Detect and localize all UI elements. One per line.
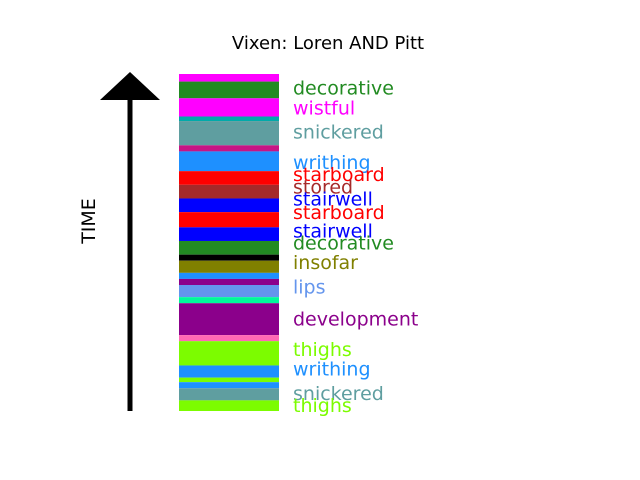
segment-label-16: thighs (293, 395, 352, 417)
segment-label-6: stairwell (293, 188, 373, 210)
segment-label-3: writhing (293, 152, 371, 174)
segment-label-15: snickered (293, 383, 384, 405)
segment-bar-10 (179, 212, 279, 228)
segment-bar-13 (179, 254, 279, 261)
segment-label-11: lips (293, 277, 326, 299)
segment-label-4: starboard (293, 164, 385, 186)
segment-bar-11 (179, 227, 279, 241)
segment-bar-20 (179, 335, 279, 342)
segment-label-13: thighs (293, 339, 352, 361)
segment-label-1: wistful (293, 97, 355, 119)
segment-label-7: starboard (293, 202, 385, 224)
segment-label-8: stairwell (293, 220, 373, 242)
segment-label-0: decorative (293, 78, 394, 100)
segment-bar-21 (179, 341, 279, 366)
segment-bar-9 (179, 198, 279, 213)
segment-bar-24 (179, 382, 279, 389)
segment-bar-7 (179, 171, 279, 185)
segment-bar-3 (179, 116, 279, 122)
segment-label-14: writhing (293, 358, 371, 380)
segment-label-5: stored (293, 176, 353, 198)
segment-bar-18 (179, 297, 279, 304)
segment-bar-15 (179, 272, 279, 279)
segment-bar-6 (179, 151, 279, 172)
segment-bar-17 (179, 285, 279, 298)
segment-stack (179, 74, 279, 411)
segment-bar-14 (179, 260, 279, 273)
segment-bar-12 (179, 240, 279, 255)
segment-bar-0 (179, 74, 279, 82)
segment-bar-1 (179, 81, 279, 99)
time-arrow-head (100, 72, 160, 100)
segment-bar-8 (179, 184, 279, 199)
segment-bar-22 (179, 365, 279, 378)
segment-labels: decorativewistfulsnickeredwrithingstarbo… (293, 78, 418, 417)
segment-bar-23 (179, 377, 279, 383)
time-arrow (100, 72, 160, 411)
segment-bar-26 (179, 400, 279, 411)
segment-bar-19 (179, 303, 279, 336)
segment-label-2: snickered (293, 122, 384, 144)
segment-label-9: decorative (293, 233, 394, 255)
segment-bar-16 (179, 278, 279, 286)
segment-bar-5 (179, 145, 279, 152)
segment-bar-25 (179, 388, 279, 401)
time-axis-label: TIME (78, 198, 100, 245)
chart-title: Vixen: Loren AND Pitt (232, 33, 424, 54)
segment-bar-2 (179, 98, 279, 117)
segment-bar-4 (179, 121, 279, 146)
segment-label-10: insofar (293, 252, 358, 274)
segment-label-12: development (293, 308, 418, 330)
